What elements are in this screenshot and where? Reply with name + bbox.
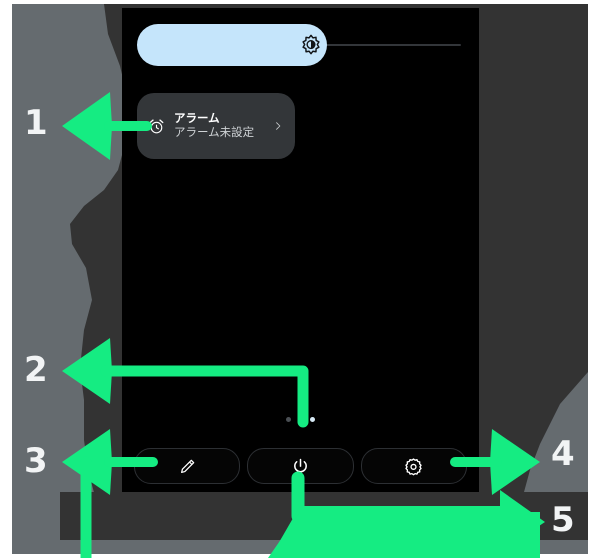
alarm-card-subtitle: アラーム未設定 (174, 127, 255, 139)
brightness-slider[interactable] (137, 24, 464, 66)
power-icon (294, 458, 307, 472)
edit-button[interactable] (134, 448, 241, 484)
page-dot-active[interactable] (310, 417, 315, 422)
chevron-right-icon (276, 122, 281, 130)
alarm-card-title: アラーム (174, 113, 220, 125)
alarm-card[interactable]: アラーム アラーム未設定 (137, 93, 295, 159)
dark-overlay-bottom (60, 492, 588, 540)
action-bar (134, 448, 467, 484)
brightness-slider-fill[interactable] (137, 24, 327, 66)
power-button[interactable] (247, 448, 354, 484)
callout-number-3: 3 (24, 441, 48, 481)
page-dot[interactable] (298, 417, 303, 422)
phone-screen: アラーム アラーム未設定 (122, 8, 479, 492)
callout-number-4: 4 (551, 434, 575, 474)
alarm-clock-icon (149, 118, 164, 133)
settings-button[interactable] (360, 448, 467, 484)
gear-icon (405, 457, 423, 475)
callout-number-1: 1 (24, 103, 48, 143)
callout-number-5: 5 (551, 500, 575, 540)
page-indicator[interactable] (122, 417, 479, 422)
callout-number-2: 2 (24, 350, 48, 390)
brightness-slider-track[interactable] (201, 44, 461, 46)
page-dot[interactable] (286, 417, 291, 422)
pencil-icon (180, 459, 194, 473)
brightness-icon (302, 34, 320, 55)
alarm-card-text: アラーム アラーム未設定 (174, 112, 271, 140)
